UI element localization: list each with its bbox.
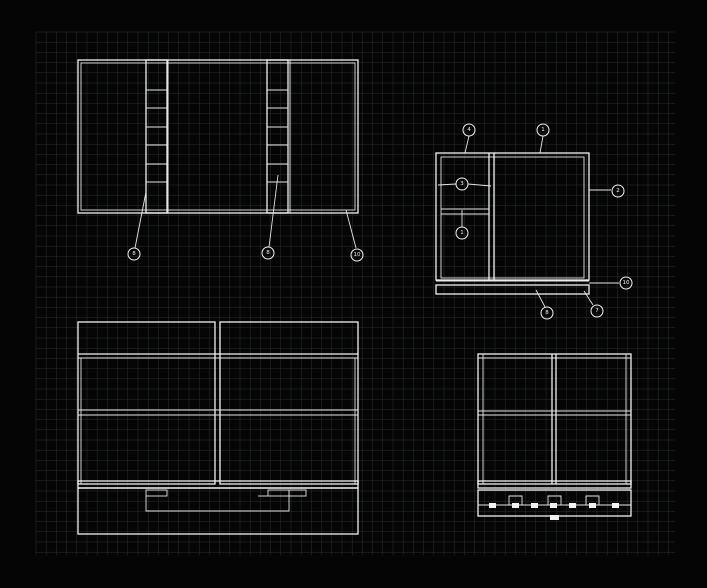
- leader-side-4: [464, 135, 470, 154]
- side-base-plate: [435, 284, 590, 295]
- front-foot-right-b: [288, 489, 307, 497]
- front-left-panel: [77, 321, 216, 485]
- callout-bubble: 2: [611, 184, 625, 198]
- svg-text:1: 1: [541, 127, 545, 133]
- side-inner-frame: [440, 156, 585, 279]
- svg-text:7: 7: [595, 308, 599, 314]
- plan-outer-frame: [77, 59, 359, 214]
- elev-base-band: [477, 480, 632, 489]
- svg-text:8: 8: [132, 251, 136, 257]
- leader-side-3a: [437, 183, 457, 186]
- plan-left-post: [145, 59, 168, 214]
- callout-bubble: 1: [536, 123, 550, 137]
- side-outer-frame: [435, 152, 590, 281]
- svg-text:10: 10: [623, 280, 630, 286]
- leader-plan-b: [268, 174, 279, 248]
- leader-side-7: [583, 290, 594, 306]
- front-elevation-view: [77, 321, 359, 535]
- leader-side-8: [535, 289, 546, 308]
- svg-text:8: 8: [266, 250, 270, 256]
- callout-bubble: 8: [540, 306, 554, 320]
- callout-bubble: 10: [619, 276, 633, 290]
- svg-text:3: 3: [460, 181, 464, 187]
- side-section-view: 4 1 3 2 1 10 8 7: [435, 123, 633, 320]
- svg-text:2: 2: [616, 188, 620, 194]
- callout-bubble: 1: [455, 226, 469, 240]
- svg-text:8: 8: [545, 310, 549, 316]
- front-stretcher: [145, 496, 290, 512]
- plan-inner-frame: [80, 62, 356, 211]
- svg-text:10: 10: [354, 252, 361, 258]
- leader-plan-a: [134, 191, 147, 249]
- leader-side-3b: [467, 183, 492, 187]
- leader-plan-c: [345, 209, 357, 249]
- callout-bubble: 3: [455, 177, 469, 191]
- leader-side-1: [539, 135, 544, 154]
- callout-bubble: 8: [261, 246, 275, 260]
- elev-outer-frame: [477, 353, 632, 485]
- front-base-block: [77, 487, 359, 535]
- elev-connectors: [489, 495, 619, 520]
- callout-bubble: 4: [462, 123, 476, 137]
- front-foot-left: [145, 489, 168, 497]
- callout-bubble: 8: [127, 247, 141, 261]
- plan-left-slats: [146, 89, 167, 183]
- svg-text:1: 1: [460, 230, 464, 236]
- front-right-panel: [219, 321, 359, 485]
- callout-bubble: 10: [350, 248, 364, 262]
- plan-view-top: 8 8 10: [77, 59, 364, 262]
- callout-bubble: 7: [590, 304, 604, 318]
- plan-right-post: [266, 59, 289, 214]
- side-elevation-view: [477, 353, 632, 520]
- svg-text:4: 4: [467, 127, 471, 133]
- grid: [35, 31, 675, 555]
